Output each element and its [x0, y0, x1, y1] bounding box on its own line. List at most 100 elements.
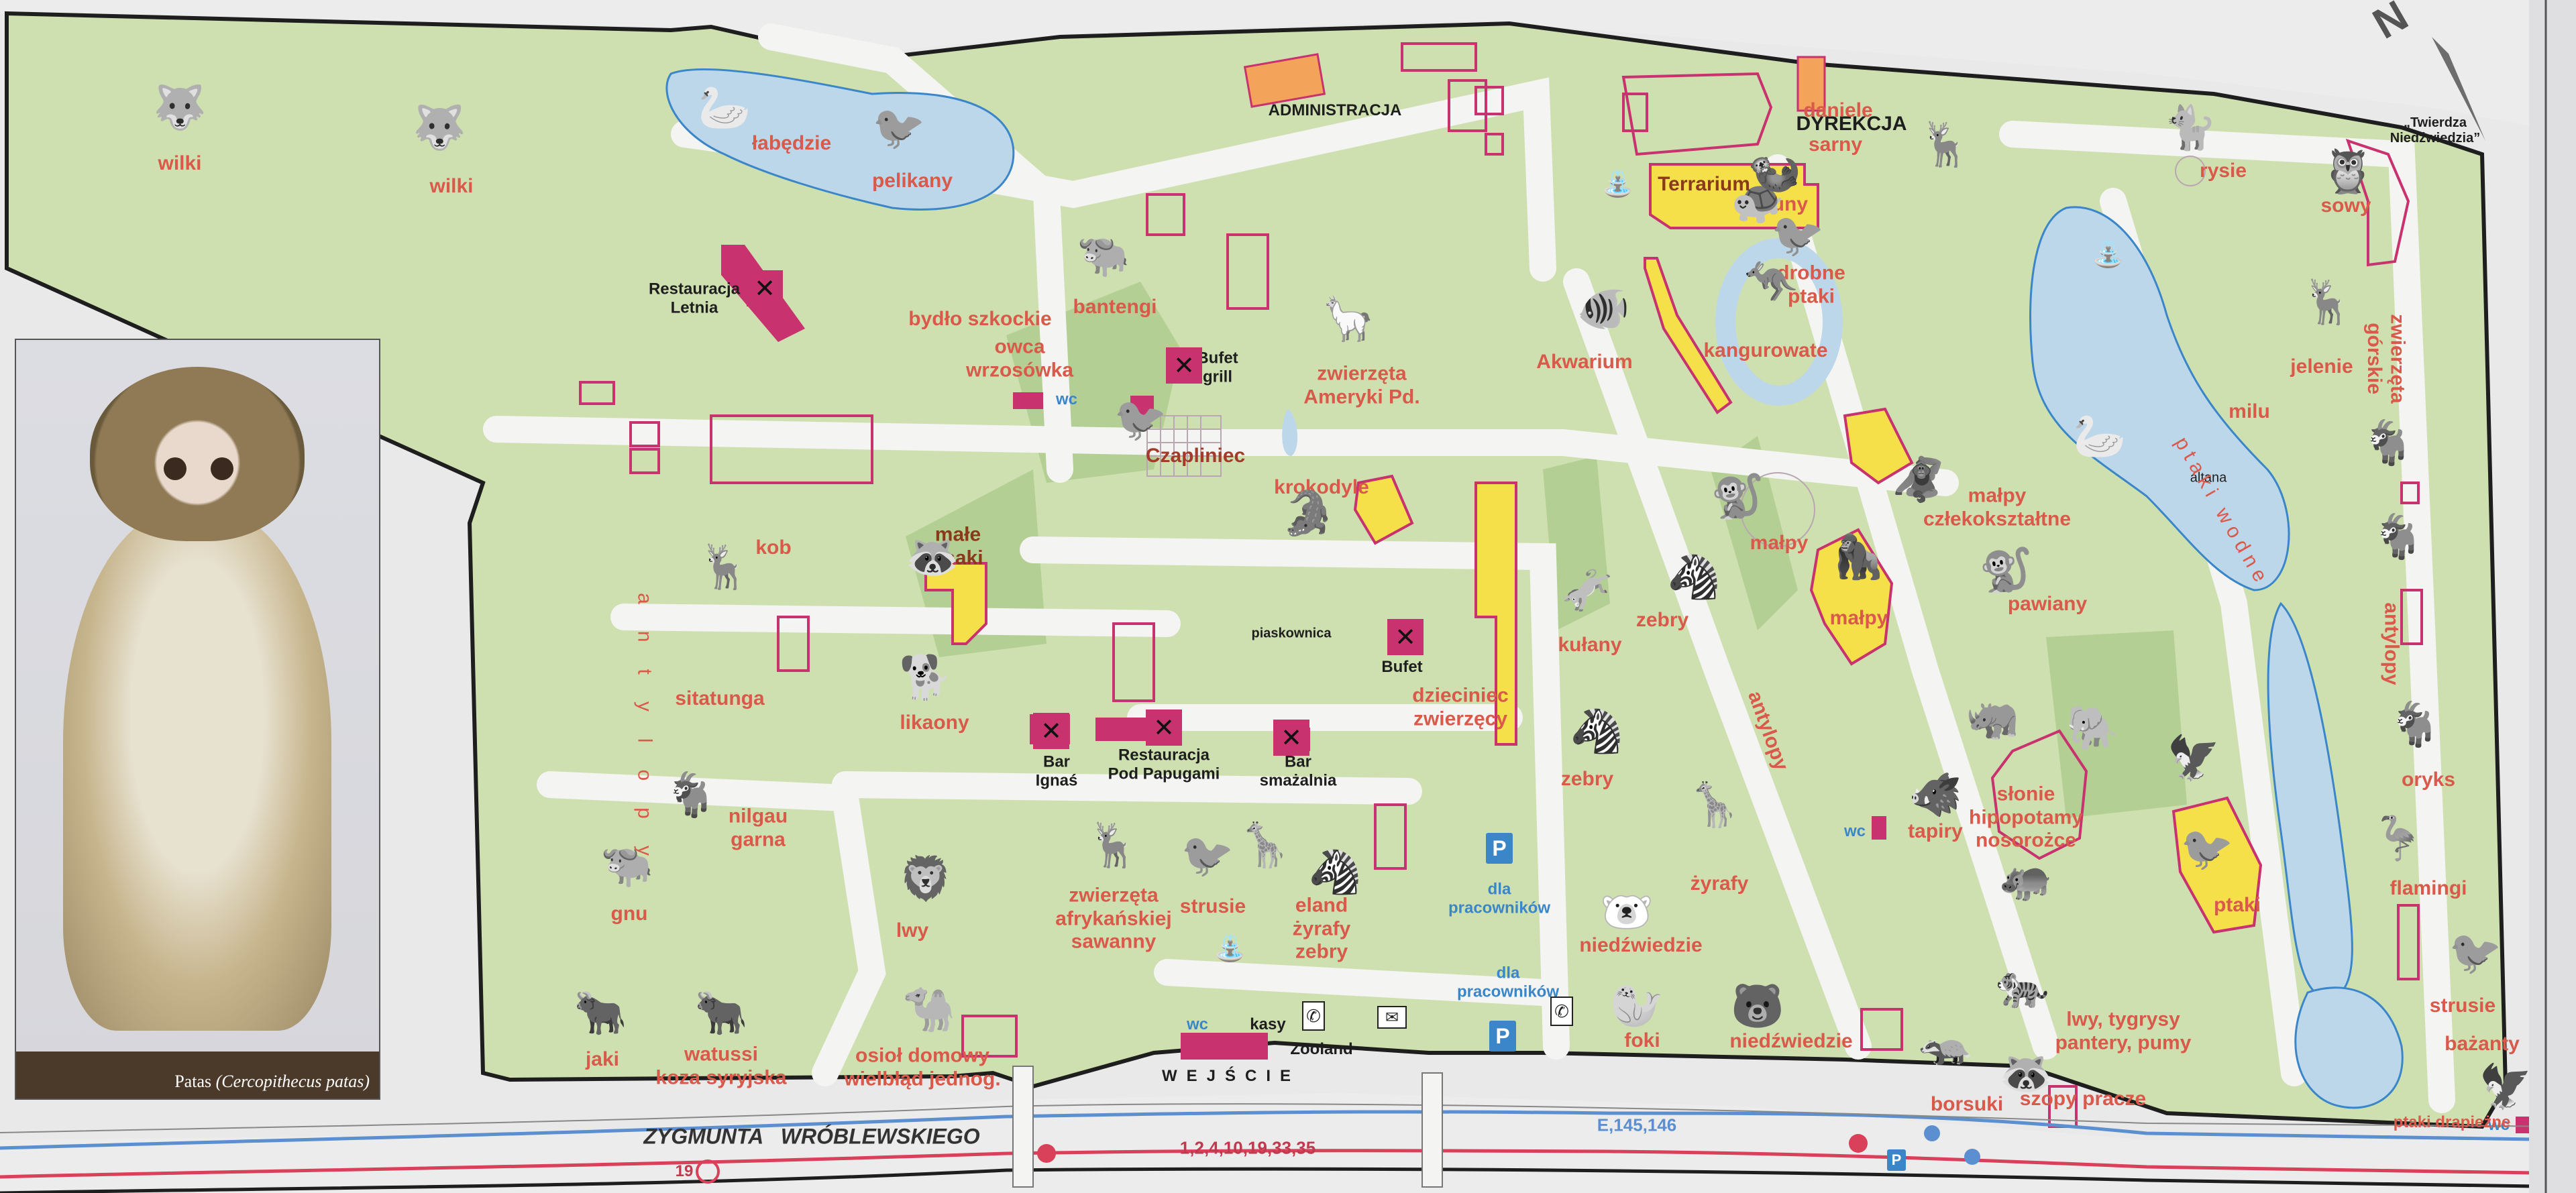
enclosure-likaony[interactable]: likaony: [900, 711, 969, 734]
zebra-icon: 🦓: [1570, 707, 1623, 755]
enclosure-niedzwiedzie-1[interactable]: niedźwiedzie: [1579, 933, 1703, 956]
label-restauracja-pod-papugami[interactable]: Restauracja Pod Papugami: [1108, 746, 1220, 783]
enclosure-krokodyle[interactable]: krokodyle: [1274, 475, 1369, 498]
enclosure-eland-zyrafy-zebry[interactable]: eland żyrafy zebry: [1292, 894, 1351, 963]
restaurant-icon[interactable]: ✕: [1146, 709, 1182, 746]
enclosure-flamingi[interactable]: flamingi: [2390, 876, 2467, 899]
label-twierdza-niedzwiedzia[interactable]: „Twierdza Niedźwiedzia”: [2390, 115, 2481, 146]
rock-shape: [16, 1052, 379, 1098]
enclosure-owca-wrzosowka[interactable]: owca wrzosówka: [965, 335, 1074, 382]
enclosure-milu[interactable]: milu: [2229, 400, 2270, 422]
enclosure-strusie-1[interactable]: strusie: [1179, 895, 1246, 917]
phone-icon[interactable]: ✆: [1550, 997, 1573, 1026]
label-dla-pracownikow-2: dla pracowników: [1456, 964, 1560, 1001]
enclosure-malpy-czlekoksztaltne[interactable]: małpy człekokształtne: [1923, 484, 2072, 530]
restaurant-icon[interactable]: ✕: [1387, 619, 1424, 655]
enclosure-zyrafy[interactable]: żyrafy: [1690, 872, 1749, 895]
enclosure-slonie[interactable]: słonie hipopotamy nosorożce: [1969, 783, 2083, 852]
small-mammal-icon: 🦝: [906, 532, 959, 581]
label-altana[interactable]: altana: [2190, 470, 2227, 486]
restaurant-icon[interactable]: ✕: [747, 270, 783, 306]
enclosure-sowy[interactable]: sowy: [2320, 194, 2371, 217]
enclosure-kuny[interactable]: kuny: [1760, 192, 1809, 215]
enclosure-jaki[interactable]: jaki: [585, 1047, 620, 1070]
enclosure-kangurowate[interactable]: kangurowate: [1703, 339, 1828, 361]
phone-icon[interactable]: ✆: [1302, 1001, 1325, 1031]
enclosure-jelenie[interactable]: jelenie: [2290, 355, 2353, 378]
enclosure-zwierzeta-ameryki[interactable]: zwierzęta Ameryki Pd.: [1303, 362, 1420, 408]
enclosure-zwierzeta-gorskie[interactable]: zwierzęta górskie: [2363, 314, 2409, 404]
enclosure-zebry-2[interactable]: zebry: [1560, 767, 1614, 790]
label-wc-entrance[interactable]: wc: [1186, 1015, 1209, 1034]
enclosure-ptaki[interactable]: ptaki: [2213, 893, 2261, 916]
mail-icon[interactable]: ✉: [1377, 1006, 1407, 1029]
enclosure-lwy[interactable]: lwy: [896, 919, 929, 942]
enclosure-oryks[interactable]: oryks: [2401, 768, 2456, 791]
enclosure-bydlo-szkockie[interactable]: bydło szkockie: [908, 307, 1052, 330]
label-bufet[interactable]: Bufet: [1381, 658, 1423, 677]
enclosure-sawanna[interactable]: zwierzęta afrykańskiej sawanny: [1055, 884, 1172, 953]
enclosure-gnu[interactable]: gnu: [610, 902, 648, 925]
label-male-ssaki[interactable]: małe ssaki: [932, 523, 983, 569]
enclosure-borsuki[interactable]: borsuki: [1930, 1092, 2004, 1115]
enclosure-labedzie[interactable]: łabędzie: [751, 131, 832, 154]
restaurant-icon[interactable]: ✕: [1166, 347, 1202, 384]
enclosure-kob[interactable]: kob: [755, 536, 792, 559]
enclosure-antylopy-3[interactable]: antylopy: [633, 593, 656, 883]
parking-icon[interactable]: P: [1887, 1149, 1906, 1171]
label-akwarium[interactable]: Akwarium: [1536, 350, 1633, 373]
enclosure-niedzwiedzie-2[interactable]: niedźwiedzie: [1729, 1029, 1853, 1052]
label-wc-north[interactable]: wc: [1055, 390, 1078, 409]
enclosure-lwy-tygrysy[interactable]: lwy, tygrysy pantery, pumy: [2055, 1008, 2192, 1054]
restaurant-icon[interactable]: ✕: [1033, 713, 1069, 749]
enclosure-malpy-1[interactable]: małpy: [1750, 531, 1809, 554]
label-wc-south[interactable]: wc: [2487, 1116, 2510, 1135]
enclosure-kulany[interactable]: kułany: [1558, 633, 1622, 656]
wildebeest-icon: 🐃: [600, 841, 654, 889]
enclosure-szopy[interactable]: szopy pracze: [2019, 1087, 2147, 1110]
enclosure-antylopy-2[interactable]: antylopy: [2380, 602, 2403, 685]
enclosure-strusie-2[interactable]: strusie: [2429, 994, 2496, 1017]
enclosure-osiol-wielblad[interactable]: osioł domowy wielbłąd jednog.: [844, 1044, 1001, 1090]
enclosure-dzieciniec[interactable]: dzieciniec zwierzęcy: [1412, 684, 1509, 730]
label-piaskownica[interactable]: piaskownica: [1251, 626, 1332, 641]
label-bufet-grill[interactable]: Bufet grill: [1197, 349, 1238, 386]
enclosure-wilki-2[interactable]: wilki: [429, 174, 474, 197]
label-bar-ignas[interactable]: Bar Ignaś: [1035, 752, 1078, 789]
label-kasy[interactable]: kasy: [1250, 1015, 1286, 1034]
enclosure-bantengi[interactable]: bantengi: [1073, 295, 1157, 318]
enclosure-daniele[interactable]: daniele: [1803, 99, 1873, 121]
label-wc-east[interactable]: wc: [1843, 822, 1866, 841]
enclosure-watussi[interactable]: watussi koza syryjska: [655, 1043, 787, 1089]
label-bar-smazalnia[interactable]: Bar smażalnia: [1259, 752, 1337, 789]
flamingo-icon: 🦩: [2371, 814, 2425, 862]
label-wejscie[interactable]: WEJŚCIE: [1161, 1067, 1301, 1086]
label-zooland[interactable]: Zooland: [1290, 1040, 1353, 1059]
enclosure-sarny[interactable]: sarny: [1808, 133, 1863, 156]
enclosure-tapiry[interactable]: tapiry: [1908, 819, 1963, 842]
enclosure-sitatunga[interactable]: sitatunga: [675, 687, 765, 709]
enclosure-rysie[interactable]: rysie: [2200, 159, 2247, 182]
enclosure-nilgau[interactable]: nilgau garna: [728, 805, 788, 851]
enclosure-bazanty[interactable]: bażanty: [2445, 1032, 2520, 1055]
camel-icon: 🐪: [902, 985, 956, 1033]
enclosure-zebry-1[interactable]: zebry: [1635, 608, 1689, 631]
label-administracja[interactable]: ADMINISTRACJA: [1268, 101, 1402, 120]
enclosure-ptaki-drapiezne[interactable]: ptaki drapieżne: [2393, 1113, 2511, 1132]
enclosure-malpy-2[interactable]: małpy: [1829, 606, 1888, 629]
enclosure-pelikany[interactable]: pelikany: [871, 169, 953, 192]
label-terrarium[interactable]: Terrarium: [1658, 172, 1750, 195]
red-deer-icon: 🦌: [2301, 278, 2355, 326]
parking-icon[interactable]: P: [1486, 833, 1513, 864]
hippo-icon: 🦛: [1999, 854, 2053, 903]
label-restauracja-letnia[interactable]: Restauracja Letnia: [648, 280, 741, 317]
label-czapliniec[interactable]: Czapliniec: [1145, 444, 1246, 467]
enclosure-drobne-ptaki[interactable]: drobne ptaki: [1777, 262, 1845, 308]
enclosure-pawiany[interactable]: pawiany: [2007, 592, 2088, 615]
enclosure-wilki-1[interactable]: wilki: [158, 152, 202, 174]
label-dyrekcja[interactable]: DYREKCJA: [1796, 112, 1907, 135]
restaurant-icon[interactable]: ✕: [1273, 720, 1309, 756]
enclosure-foki[interactable]: foki: [1624, 1029, 1660, 1052]
parking-icon[interactable]: P: [1489, 1021, 1516, 1052]
